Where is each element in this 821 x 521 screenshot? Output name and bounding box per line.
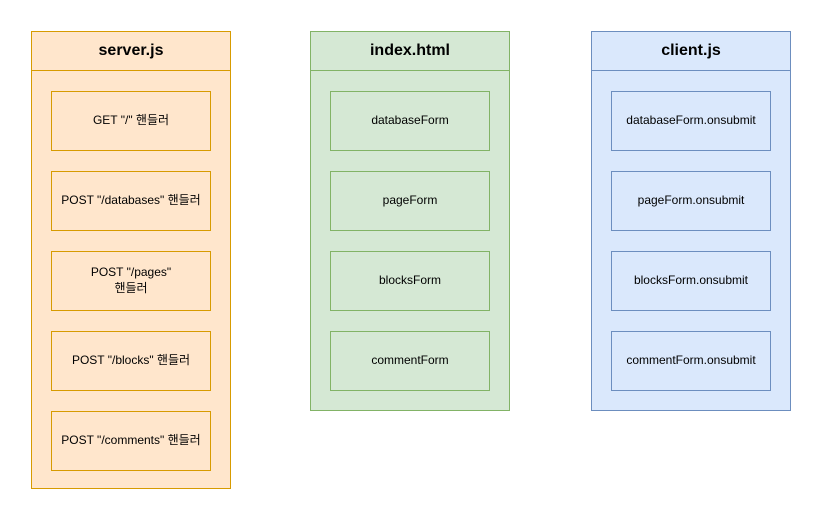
- node-page-form-onsubmit: pageForm.onsubmit: [611, 171, 771, 231]
- node-label: databaseForm.onsubmit: [626, 113, 756, 128]
- container-index-html: index.html databaseForm pageForm blocksF…: [310, 31, 510, 411]
- node-label: commentForm.onsubmit: [626, 353, 756, 368]
- node-label: POST "/databases" 핸들러: [61, 193, 201, 208]
- node-post-databases-handler: POST "/databases" 핸들러: [51, 171, 211, 231]
- container-title-index-html: index.html: [311, 32, 509, 71]
- node-label: pageForm.onsubmit: [637, 193, 745, 208]
- container-client-js: client.js databaseForm.onsubmit pageForm…: [591, 31, 791, 411]
- node-label: POST "/blocks" 핸들러: [71, 353, 191, 368]
- container-body-index-html: databaseForm pageForm blocksForm comment…: [311, 71, 509, 391]
- node-database-form-onsubmit: databaseForm.onsubmit: [611, 91, 771, 151]
- node-label: databaseForm: [371, 113, 449, 128]
- node-label: blocksForm.onsubmit: [633, 273, 749, 288]
- node-label: pageForm: [382, 193, 438, 208]
- node-label: GET "/" 핸들러: [92, 113, 170, 128]
- node-blocks-form: blocksForm: [330, 251, 490, 311]
- node-post-comments-handler: POST "/comments" 핸들러: [51, 411, 211, 471]
- node-post-pages-handler: POST "/pages" 핸들러: [51, 251, 211, 311]
- container-title-server-js: server.js: [32, 32, 230, 71]
- container-body-client-js: databaseForm.onsubmit pageForm.onsubmit …: [592, 71, 790, 391]
- node-comment-form: commentForm: [330, 331, 490, 391]
- node-post-blocks-handler: POST "/blocks" 핸들러: [51, 331, 211, 391]
- container-body-server-js: GET "/" 핸들러 POST "/databases" 핸들러 POST "…: [32, 71, 230, 471]
- node-page-form: pageForm: [330, 171, 490, 231]
- node-label: blocksForm: [378, 273, 441, 288]
- node-comment-form-onsubmit: commentForm.onsubmit: [611, 331, 771, 391]
- node-database-form: databaseForm: [330, 91, 490, 151]
- node-get-root-handler: GET "/" 핸들러: [51, 91, 211, 151]
- node-label: POST "/comments" 핸들러: [61, 433, 201, 448]
- node-label: commentForm: [371, 353, 449, 368]
- container-title-client-js: client.js: [592, 32, 790, 71]
- container-server-js: server.js GET "/" 핸들러 POST "/databases" …: [31, 31, 231, 489]
- node-blocks-form-onsubmit: blocksForm.onsubmit: [611, 251, 771, 311]
- node-label: POST "/pages" 핸들러: [90, 265, 172, 295]
